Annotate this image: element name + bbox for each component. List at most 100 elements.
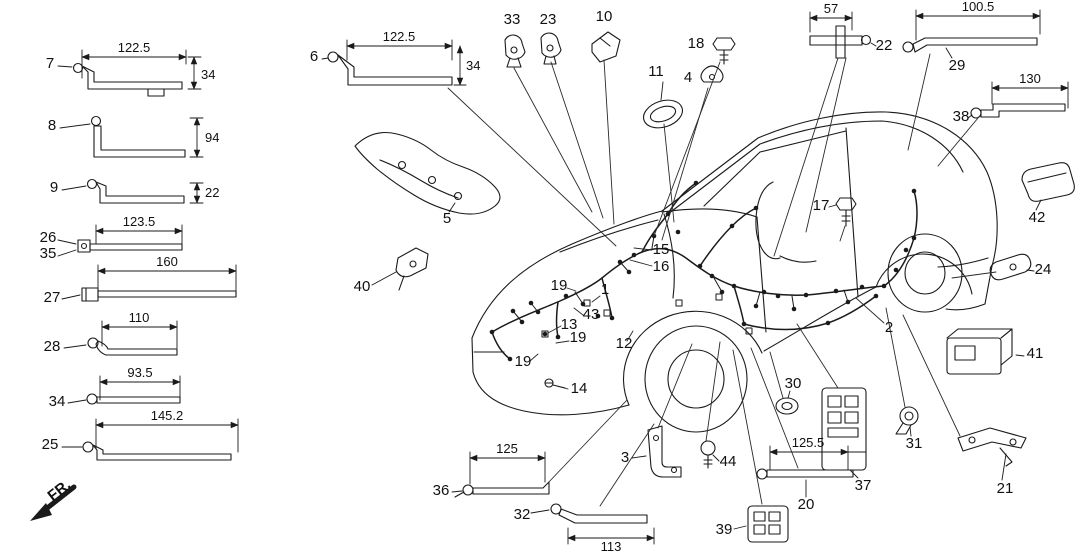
dim-32-length: 113: [601, 539, 622, 554]
part-3-drawing: [631, 425, 682, 478]
part-32-drawing: [530, 503, 655, 545]
part-23-label: 23: [540, 11, 557, 28]
part-36-label: 36: [433, 482, 450, 499]
part-3-label: 3: [621, 449, 629, 466]
part-41-label: 41: [1027, 345, 1044, 362]
part-14-drawing: [544, 378, 569, 390]
part-38-drawing: [967, 81, 1069, 119]
part-39-drawing: [733, 505, 789, 543]
part-2-label: 2: [885, 319, 893, 336]
dim-38-width: 130: [1019, 71, 1041, 86]
part-10-drawing: [591, 31, 621, 63]
dim-27-length: 160: [156, 254, 178, 269]
part-41-drawing: [946, 328, 1025, 375]
part-34-drawing: [67, 375, 181, 405]
part-5-drawing: [354, 131, 501, 215]
dim-26-length: 123.5: [123, 214, 156, 229]
part-10-label: 10: [596, 8, 613, 25]
part-5-label: 5: [443, 210, 451, 227]
part-40-drawing: [371, 247, 429, 291]
part-4-drawing: [700, 65, 724, 83]
part-7-drawing: [57, 49, 202, 97]
part-44-drawing: [700, 440, 720, 469]
part-33-drawing: [504, 34, 526, 68]
dim-8-height: 94: [205, 130, 219, 145]
part-33-label: 33: [504, 11, 521, 28]
part-23-drawing: [540, 32, 562, 65]
part-20-label: 20: [798, 496, 815, 513]
part-14-label: 14: [571, 380, 588, 397]
part-37-drawing: [821, 387, 867, 479]
dim-34-length: 93.5: [127, 365, 152, 380]
part-26-35-drawing: [57, 224, 183, 257]
dim-36-length: 125: [496, 441, 518, 456]
part-12-label: 12: [616, 335, 633, 352]
part-44-label: 44: [720, 453, 737, 470]
part-20-drawing: [756, 445, 854, 498]
part-19-label-3: 19: [515, 353, 532, 370]
dim-7-height: 34: [201, 67, 215, 82]
part-1-label: 1: [601, 281, 609, 298]
dim-25-length: 145.2: [151, 408, 184, 423]
part-30-drawing: [775, 390, 799, 415]
part-27-drawing: [61, 264, 237, 302]
part-4-label: 4: [684, 69, 692, 86]
part-6-label: 6: [310, 48, 318, 65]
part-17-label: 17: [813, 197, 830, 214]
part-21-drawing: [957, 427, 1027, 481]
dim-20-length: 125.5: [792, 435, 825, 450]
part-9-label: 9: [50, 179, 58, 196]
callout-labels: 7 122.5 34 8 94 9 22 26 35 123.5 27 160 …: [40, 0, 1052, 554]
dim-28-length: 110: [129, 310, 150, 325]
part-34-label: 34: [49, 393, 66, 410]
part-32-label: 32: [514, 506, 531, 523]
part-22-drawing: [809, 11, 877, 59]
part-42-label: 42: [1029, 209, 1046, 226]
part-40-label: 40: [354, 278, 371, 295]
part-42-drawing: [1021, 162, 1075, 211]
car-body-outline: [471, 111, 998, 433]
part-24-drawing: [989, 253, 1035, 281]
dim-7-length: 122.5: [118, 40, 151, 55]
dim-29-width: 100.5: [962, 0, 995, 14]
part-37-label: 37: [855, 477, 872, 494]
part-18-label: 18: [688, 35, 705, 52]
dim-6-height: 34: [466, 58, 480, 73]
part-39-label: 39: [716, 521, 733, 538]
part-21-label: 21: [997, 480, 1014, 497]
part-19-label-2: 19: [570, 329, 587, 346]
dim-6-length: 122.5: [383, 29, 416, 44]
dim-22-width: 57: [824, 1, 838, 16]
part-26-label: 26: [40, 229, 57, 246]
part-16-label: 16: [653, 258, 670, 275]
part-29-label: 29: [949, 57, 966, 74]
part-30-label: 30: [785, 375, 802, 392]
part-25-drawing: [61, 418, 239, 461]
part-7-label: 7: [46, 55, 54, 72]
part-13-label: 13: [561, 316, 578, 333]
part-19-label-1: 19: [551, 277, 568, 294]
part-31-drawing: [895, 406, 919, 437]
part-28-label: 28: [44, 338, 61, 355]
part-43-label: 43: [583, 306, 600, 323]
part-8-drawing: [59, 115, 204, 158]
part-15-label: 15: [653, 241, 670, 258]
part-6-drawing: [321, 39, 467, 86]
part-24-label: 24: [1035, 261, 1052, 278]
part-11-label: 11: [648, 63, 664, 80]
leader-lines: [447, 53, 997, 507]
part-35-label: 35: [40, 245, 57, 262]
part-22-label: 22: [876, 37, 893, 54]
part-11-drawing: [643, 81, 683, 129]
fr-direction-indicator: [30, 484, 77, 521]
part-29-drawing: [902, 9, 1041, 59]
part-28-drawing: [63, 320, 178, 356]
dim-9-height: 22: [205, 185, 219, 200]
part-9-drawing: [61, 178, 204, 204]
part-8-label: 8: [48, 117, 56, 134]
part-38-label: 38: [953, 108, 970, 125]
part-31-label: 31: [906, 435, 923, 452]
part-18-drawing: [712, 37, 736, 65]
part-27-label: 27: [44, 289, 61, 306]
